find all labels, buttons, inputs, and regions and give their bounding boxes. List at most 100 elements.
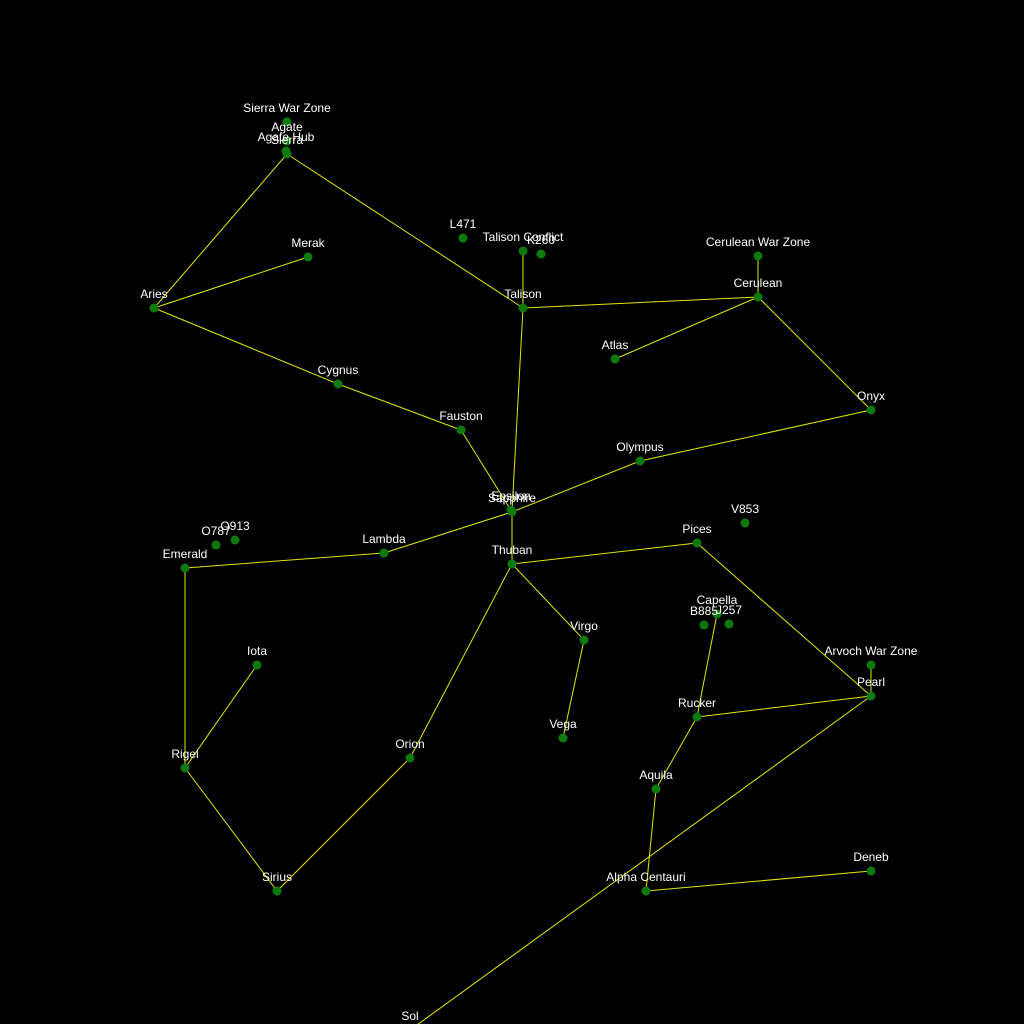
system-node-onyx[interactable] [866,405,876,415]
lane-pearl-rucker [696,695,872,718]
system-node-orion[interactable] [405,753,415,763]
system-node-agate[interactable] [282,136,292,146]
system-label-rigel: Rigel [171,747,198,761]
system-label-o787: O787 [201,524,231,538]
system-node-cerulean-war-zone[interactable] [753,251,763,261]
lane-aquila-alpha-centauri [645,788,657,892]
system-label-sirius: Sirius [262,870,292,884]
system-node-j257[interactable] [724,619,734,629]
system-node-vega[interactable] [558,733,568,743]
system-label-agate: Agate [271,120,303,134]
system-node-v853[interactable] [740,518,750,528]
system-label-k260: K260 [527,233,555,247]
lane-orion-thuban [409,563,513,759]
lane-rigel-iota [184,664,258,769]
star-systems[interactable] [149,117,876,1024]
system-node-fauston[interactable] [456,425,466,435]
system-label-epsilon: Epsilon [491,489,530,503]
system-node-talison-conflict[interactable] [518,246,528,256]
system-label-aries: Aries [140,287,167,301]
system-node-k260[interactable] [536,249,546,259]
system-node-talison[interactable] [518,303,528,313]
system-node-o787[interactable] [211,540,221,550]
lane-rucker-aquila [655,716,698,790]
system-node-atlas[interactable] [610,354,620,364]
system-label-o913: O913 [220,519,250,533]
system-node-olympus[interactable] [635,456,645,466]
system-label-cerulean: Cerulean [734,276,783,290]
lane-sierra-talison [286,153,524,309]
system-node-sierra[interactable] [282,149,292,159]
system-label-l471: L471 [450,217,477,231]
system-label-onyx: Onyx [857,389,885,403]
system-label-j257: J257 [716,603,742,617]
system-label-iota: Iota [247,644,267,658]
system-label-arvoch-war-zone: Arvoch War Zone [825,644,918,658]
lane-talison-cerulean [522,296,759,309]
lane-talison-sapphire [511,307,524,513]
system-node-pearl[interactable] [866,691,876,701]
lane-aries-cygnus [153,307,339,385]
system-node-deneb[interactable] [866,866,876,876]
system-label-thuban: Thuban [492,543,533,557]
lane-cerulean-atlas [614,296,759,360]
system-label-b885: B885 [690,604,718,618]
lane-virgo-vega [562,639,585,739]
lane-cygnus-fauston [337,383,462,431]
system-label-lambda: Lambda [362,532,406,546]
system-label-rucker: Rucker [678,696,716,710]
system-label-sierra-war-zone: Sierra War Zone [243,101,331,115]
system-label-capella: Capella [697,593,738,607]
system-node-alpha-centauri[interactable] [641,886,651,896]
system-label-emerald: Emerald [163,547,208,561]
system-node-aries[interactable] [149,303,159,313]
system-node-pices[interactable] [692,538,702,548]
system-node-cerulean[interactable] [753,292,763,302]
system-node-merak[interactable] [303,252,313,262]
system-label-cerulean-war-zone: Cerulean War Zone [706,235,811,249]
system-node-lambda[interactable] [379,548,389,558]
system-node-iota[interactable] [252,660,262,670]
system-label-sierra: Sierra [271,133,303,147]
system-node-emerald[interactable] [180,563,190,573]
system-node-l471[interactable] [458,233,468,243]
lane-fauston-sapphire [460,429,513,513]
system-label-sapphire: Sapphire [488,491,536,505]
lane-cerulean-onyx [757,296,872,411]
system-node-o913[interactable] [230,535,240,545]
system-node-aquila[interactable] [651,784,661,794]
system-node-epsilon[interactable] [506,505,516,515]
system-label-v853: V853 [731,502,759,516]
system-node-arvoch-war-zone[interactable] [866,660,876,670]
lane-alpha-centauri-deneb [645,870,872,892]
system-node-sirius[interactable] [272,886,282,896]
lane-aries-merak [153,256,309,309]
lane-sirius-orion [276,757,411,892]
system-label-alpha-centauri: Alpha Centauri [606,870,685,884]
system-label-olympus: Olympus [616,440,663,454]
system-label-atlas: Atlas [602,338,629,352]
system-node-b885[interactable] [699,620,709,630]
lane-sapphire-lambda [383,511,513,554]
system-node-virgo[interactable] [579,635,589,645]
system-label-sol: Sol [401,1009,418,1023]
system-label-deneb: Deneb [853,850,889,864]
system-node-sierra-war-zone[interactable] [282,117,292,127]
system-node-cygnus[interactable] [333,379,343,389]
system-node-capella[interactable] [712,609,722,619]
system-node-rucker[interactable] [692,712,702,722]
system-label-vega: Vega [549,717,577,731]
system-label-virgo: Virgo [570,619,598,633]
system-node-rigel[interactable] [180,763,190,773]
lane-pices-pearl [696,542,872,697]
lane-onyx-olympus [639,409,872,462]
lane-olympus-sapphire [511,460,641,513]
system-label-orion: Orion [395,737,424,751]
system-label-cygnus: Cygnus [318,363,359,377]
system-label-pices: Pices [682,522,711,536]
system-node-thuban[interactable] [507,559,517,569]
lane-rigel-sirius [184,767,278,892]
lane-pearl-sol [417,695,872,1024]
